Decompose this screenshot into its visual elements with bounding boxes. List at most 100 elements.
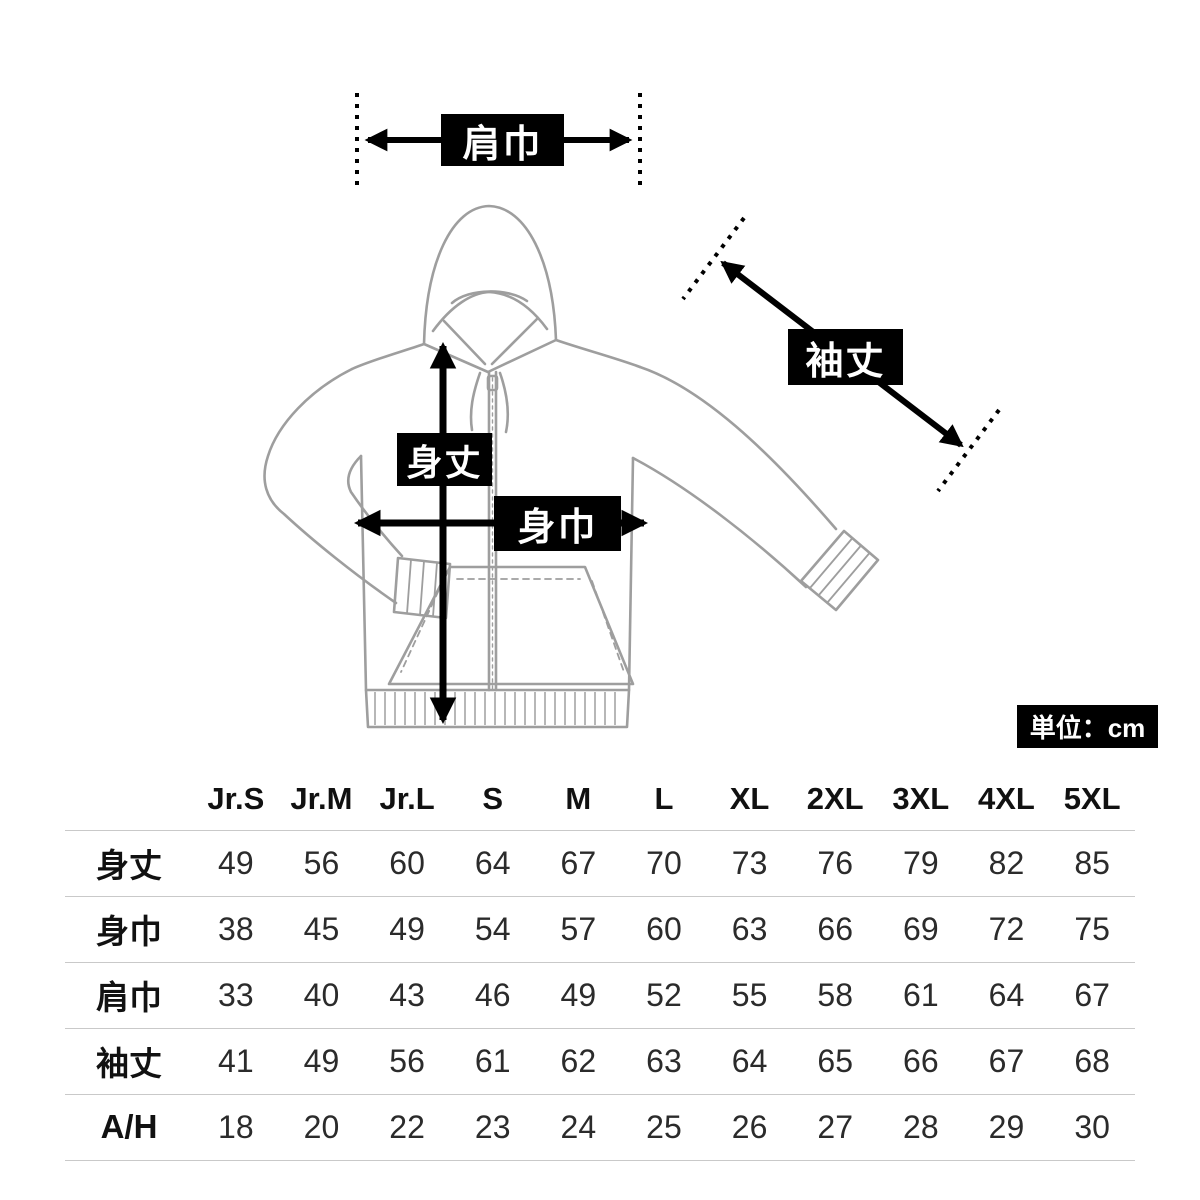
sleeve-length-extent-top-line [681, 216, 746, 301]
size-value-cell: 76 [792, 830, 878, 897]
right-sleeve-inner [631, 456, 808, 589]
size-value-cell: 49 [535, 962, 622, 1029]
size-value-cell: 56 [364, 1028, 450, 1095]
size-value-cell: 67 [1049, 962, 1135, 1029]
size-value-cell: 52 [621, 962, 707, 1029]
size-value-cell: 65 [792, 1028, 878, 1095]
size-value-cell: 60 [621, 896, 707, 963]
size-value-cell: 25 [621, 1094, 707, 1161]
shoulder-width-label: 肩巾 [441, 114, 564, 166]
size-column-header: Jr.L [364, 768, 450, 831]
measurement-row-label: A/H [65, 1094, 193, 1161]
hem-band [364, 688, 631, 729]
measurement-row-label: 袖丈 [65, 1028, 193, 1095]
size-value-cell: 66 [878, 1028, 964, 1095]
size-value-cell: 72 [963, 896, 1050, 963]
right-sleeve-outer [638, 365, 838, 531]
hoodie-line-art [263, 204, 880, 729]
drawstring-right [498, 371, 510, 434]
size-value-cell: 22 [364, 1094, 450, 1161]
size-value-cell: 68 [1049, 1028, 1135, 1095]
size-column-header: 4XL [963, 768, 1050, 831]
size-value-cell: 61 [878, 962, 964, 1029]
size-column-header: S [449, 768, 536, 831]
right-cuff-ribs [809, 537, 871, 604]
size-value-cell: 24 [535, 1094, 622, 1161]
size-column-header: 2XL [792, 768, 878, 831]
size-value-cell: 30 [1049, 1094, 1135, 1161]
size-value-cell: 20 [278, 1094, 365, 1161]
pocket-stitch-right [591, 580, 625, 673]
body-side-left [359, 454, 368, 692]
size-value-cell: 60 [364, 830, 450, 897]
corner-cell [65, 768, 193, 831]
size-value-cell: 73 [706, 830, 793, 897]
size-value-cell: 54 [449, 896, 536, 963]
size-value-cell: 85 [1049, 830, 1135, 897]
size-value-cell: 40 [278, 962, 365, 1029]
size-value-cell: 55 [706, 962, 793, 1029]
body-side-right [627, 456, 635, 692]
size-value-cell: 82 [963, 830, 1050, 897]
hood-fold-right [490, 317, 539, 366]
body-width-label: 身巾 [494, 496, 621, 551]
size-value-cell: 79 [878, 830, 964, 897]
size-value-cell: 57 [535, 896, 622, 963]
size-value-cell: 69 [878, 896, 964, 963]
shoulder-right [554, 338, 642, 369]
size-value-cell: 28 [878, 1094, 964, 1161]
size-value-cell: 63 [621, 1028, 707, 1095]
hood-fold-left [442, 319, 487, 366]
size-column-header: M [535, 768, 622, 831]
pocket-outline [387, 565, 635, 686]
unit-label: 単位：cm [1017, 705, 1158, 748]
size-column-header: L [621, 768, 707, 831]
size-value-cell: 27 [792, 1094, 878, 1161]
left-sleeve-inner [347, 454, 404, 558]
size-value-cell: 23 [449, 1094, 536, 1161]
right-cuff [799, 529, 880, 612]
size-value-cell: 67 [535, 830, 622, 897]
size-value-cell: 33 [193, 962, 279, 1029]
measurement-row-label: 身丈 [65, 830, 193, 897]
size-value-cell: 62 [535, 1028, 622, 1095]
left-cuff-ribs [406, 558, 438, 618]
size-column-header: XL [706, 768, 793, 831]
measurement-row-label: 肩巾 [65, 962, 193, 1029]
size-value-cell: 49 [364, 896, 450, 963]
size-value-cell: 18 [193, 1094, 279, 1161]
size-column-header: Jr.M [278, 768, 365, 831]
size-value-cell: 58 [792, 962, 878, 1029]
size-value-cell: 64 [449, 830, 536, 897]
size-value-cell: 70 [621, 830, 707, 897]
size-value-cell: 49 [193, 830, 279, 897]
size-value-cell: 75 [1049, 896, 1135, 963]
size-value-cell: 66 [792, 896, 878, 963]
drawstring-left [469, 371, 482, 432]
size-column-header: 5XL [1049, 768, 1135, 831]
size-column-header: 3XL [878, 768, 964, 831]
sleeve-length-label: 袖丈 [788, 329, 903, 385]
size-value-cell: 49 [278, 1028, 365, 1095]
size-value-cell: 45 [278, 896, 365, 963]
size-value-cell: 64 [963, 962, 1050, 1029]
size-value-cell: 64 [706, 1028, 793, 1095]
size-value-cell: 43 [364, 962, 450, 1029]
size-value-cell: 29 [963, 1094, 1050, 1161]
size-value-cell: 38 [193, 896, 279, 963]
hood-inner-arc [450, 290, 529, 305]
garment-measurement-diagram: 肩巾 袖丈 身丈 身巾 単位：cm [263, 93, 1158, 748]
zipper-pull [486, 374, 499, 392]
size-value-cell: 61 [449, 1028, 536, 1095]
size-value-cell: 63 [706, 896, 793, 963]
size-column-header: Jr.S [193, 768, 279, 831]
body-length-label: 身丈 [397, 433, 492, 486]
